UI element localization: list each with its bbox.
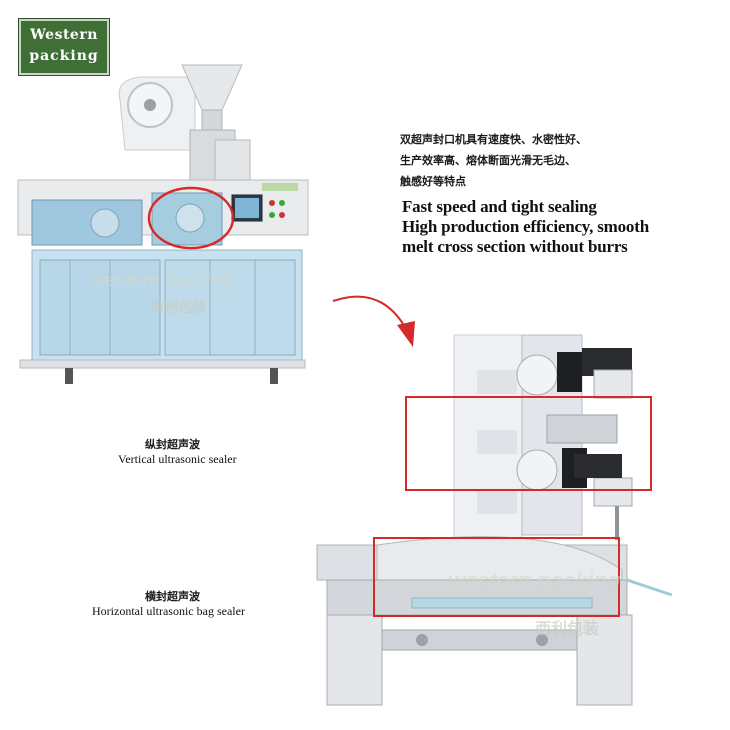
watermark-cn-1: 西利包装 xyxy=(150,300,206,316)
feature-cn-line-3: 触感好等特点 xyxy=(400,175,466,188)
watermark-text-2: western packing xyxy=(448,568,621,593)
feature-en-line-1: Fast speed and tight sealing xyxy=(402,197,597,216)
sealer-detail-image xyxy=(316,334,673,706)
watermark-cn-2: 西利包装 xyxy=(535,619,600,638)
vertical-sealer-en: Vertical ultrasonic sealer xyxy=(118,452,237,466)
feature-en-line-3: melt cross section without burrs xyxy=(402,237,628,256)
feature-cn-line-2: 生产效率高、熔体断面光滑无毛边、 xyxy=(400,154,576,167)
watermark-text-1: western packing xyxy=(92,270,234,290)
feature-cn-line-1: 双超声封口机具有速度快、水密性好、 xyxy=(400,133,587,146)
packing-machine-image xyxy=(17,64,309,384)
vertical-sealer-cn: 纵封超声波 xyxy=(145,438,200,451)
horizontal-sealer-cn: 横封超声波 xyxy=(145,590,200,603)
logo-line-2: packing xyxy=(29,48,99,64)
brand-logo: Western packing xyxy=(18,18,110,76)
logo-line-1: Western xyxy=(30,27,98,43)
feature-en-line-2: High production efficiency, smooth xyxy=(402,217,649,236)
arrow-icon xyxy=(332,295,415,347)
horizontal-sealer-en: Horizontal ultrasonic bag sealer xyxy=(92,604,245,618)
